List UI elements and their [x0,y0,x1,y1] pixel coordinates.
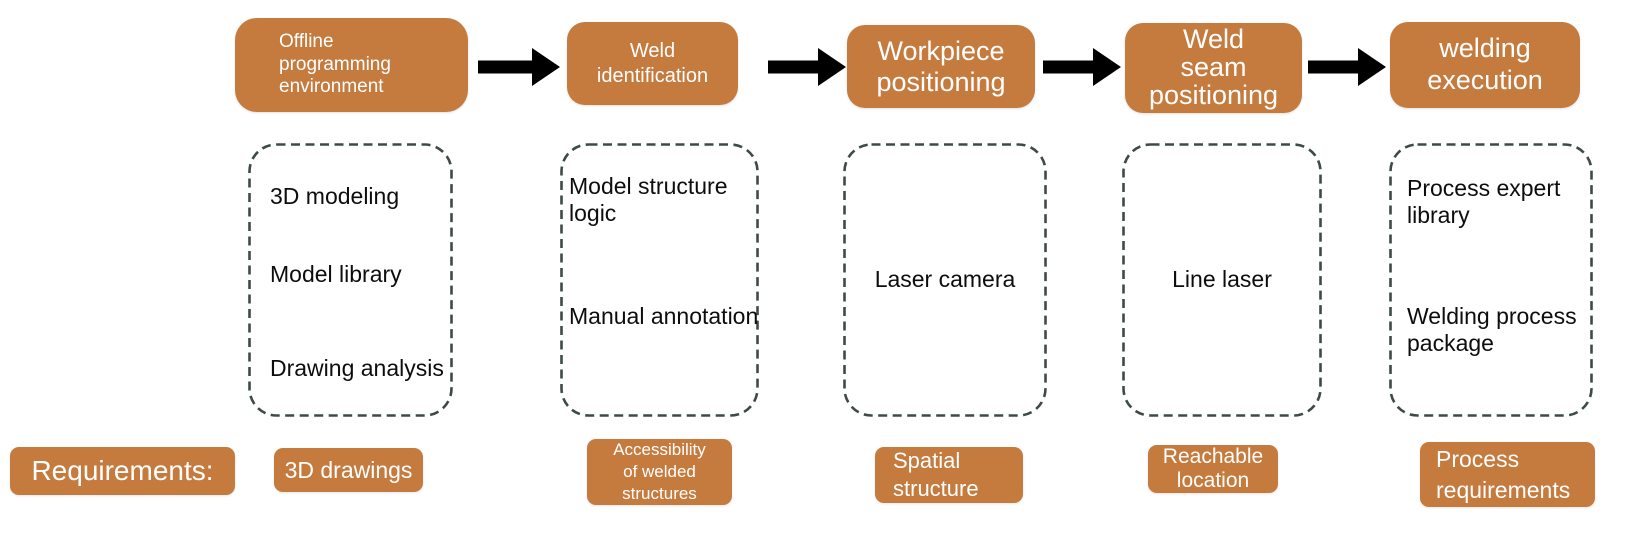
requirement-badge-3d-drawings: 3D drawings [274,448,423,492]
capability-item: Process expert library [1407,175,1561,229]
arrow-right-icon [768,48,846,86]
capability-item: Drawing analysis [270,355,444,381]
stage-title-workpiece-positioning: Workpiece positioning [847,25,1035,108]
arrow-right-icon [1043,48,1121,86]
capability-item: 3D modeling [270,183,400,209]
stage-title-offline-programming-environment: Offline programming environment [235,18,468,112]
capability-box-weld-seam-positioning: Line laser [1122,143,1322,417]
capability-item: Model library [270,261,402,287]
capability-item: Model structure logic [569,173,728,227]
capability-box-offline-programming: 3D modeling Model library Drawing analys… [248,143,453,417]
requirement-badge-accessibility: Accessibility of welded structures [587,439,732,505]
capability-box-weld-identification: Model structure logic Manual annotation [560,143,759,417]
capability-box-workpiece-positioning: Laser camera [843,143,1047,417]
arrow-right-icon [1308,48,1386,86]
arrow-right-icon [478,48,560,86]
stage-title-weld-identification: Weld identification [567,22,738,105]
requirement-badge-spatial-structure: Spatial structure [875,447,1023,503]
capability-item: Manual annotation [569,303,759,329]
stage-title-weld-seam-positioning: Weld seam positioning [1125,23,1302,113]
requirement-badge-reachable-location: Reachable location [1148,445,1278,493]
capability-item: Welding process package [1407,303,1577,357]
capability-item: Line laser [1172,266,1272,293]
requirement-badge-process-requirements: Process requirements [1420,442,1595,507]
requirements-legend-label: Requirements: [10,447,235,495]
capability-item: Laser camera [874,266,1016,293]
stage-title-welding-execution: welding execution [1390,22,1580,108]
capability-box-welding-execution: Process expert library Welding process p… [1389,143,1593,417]
